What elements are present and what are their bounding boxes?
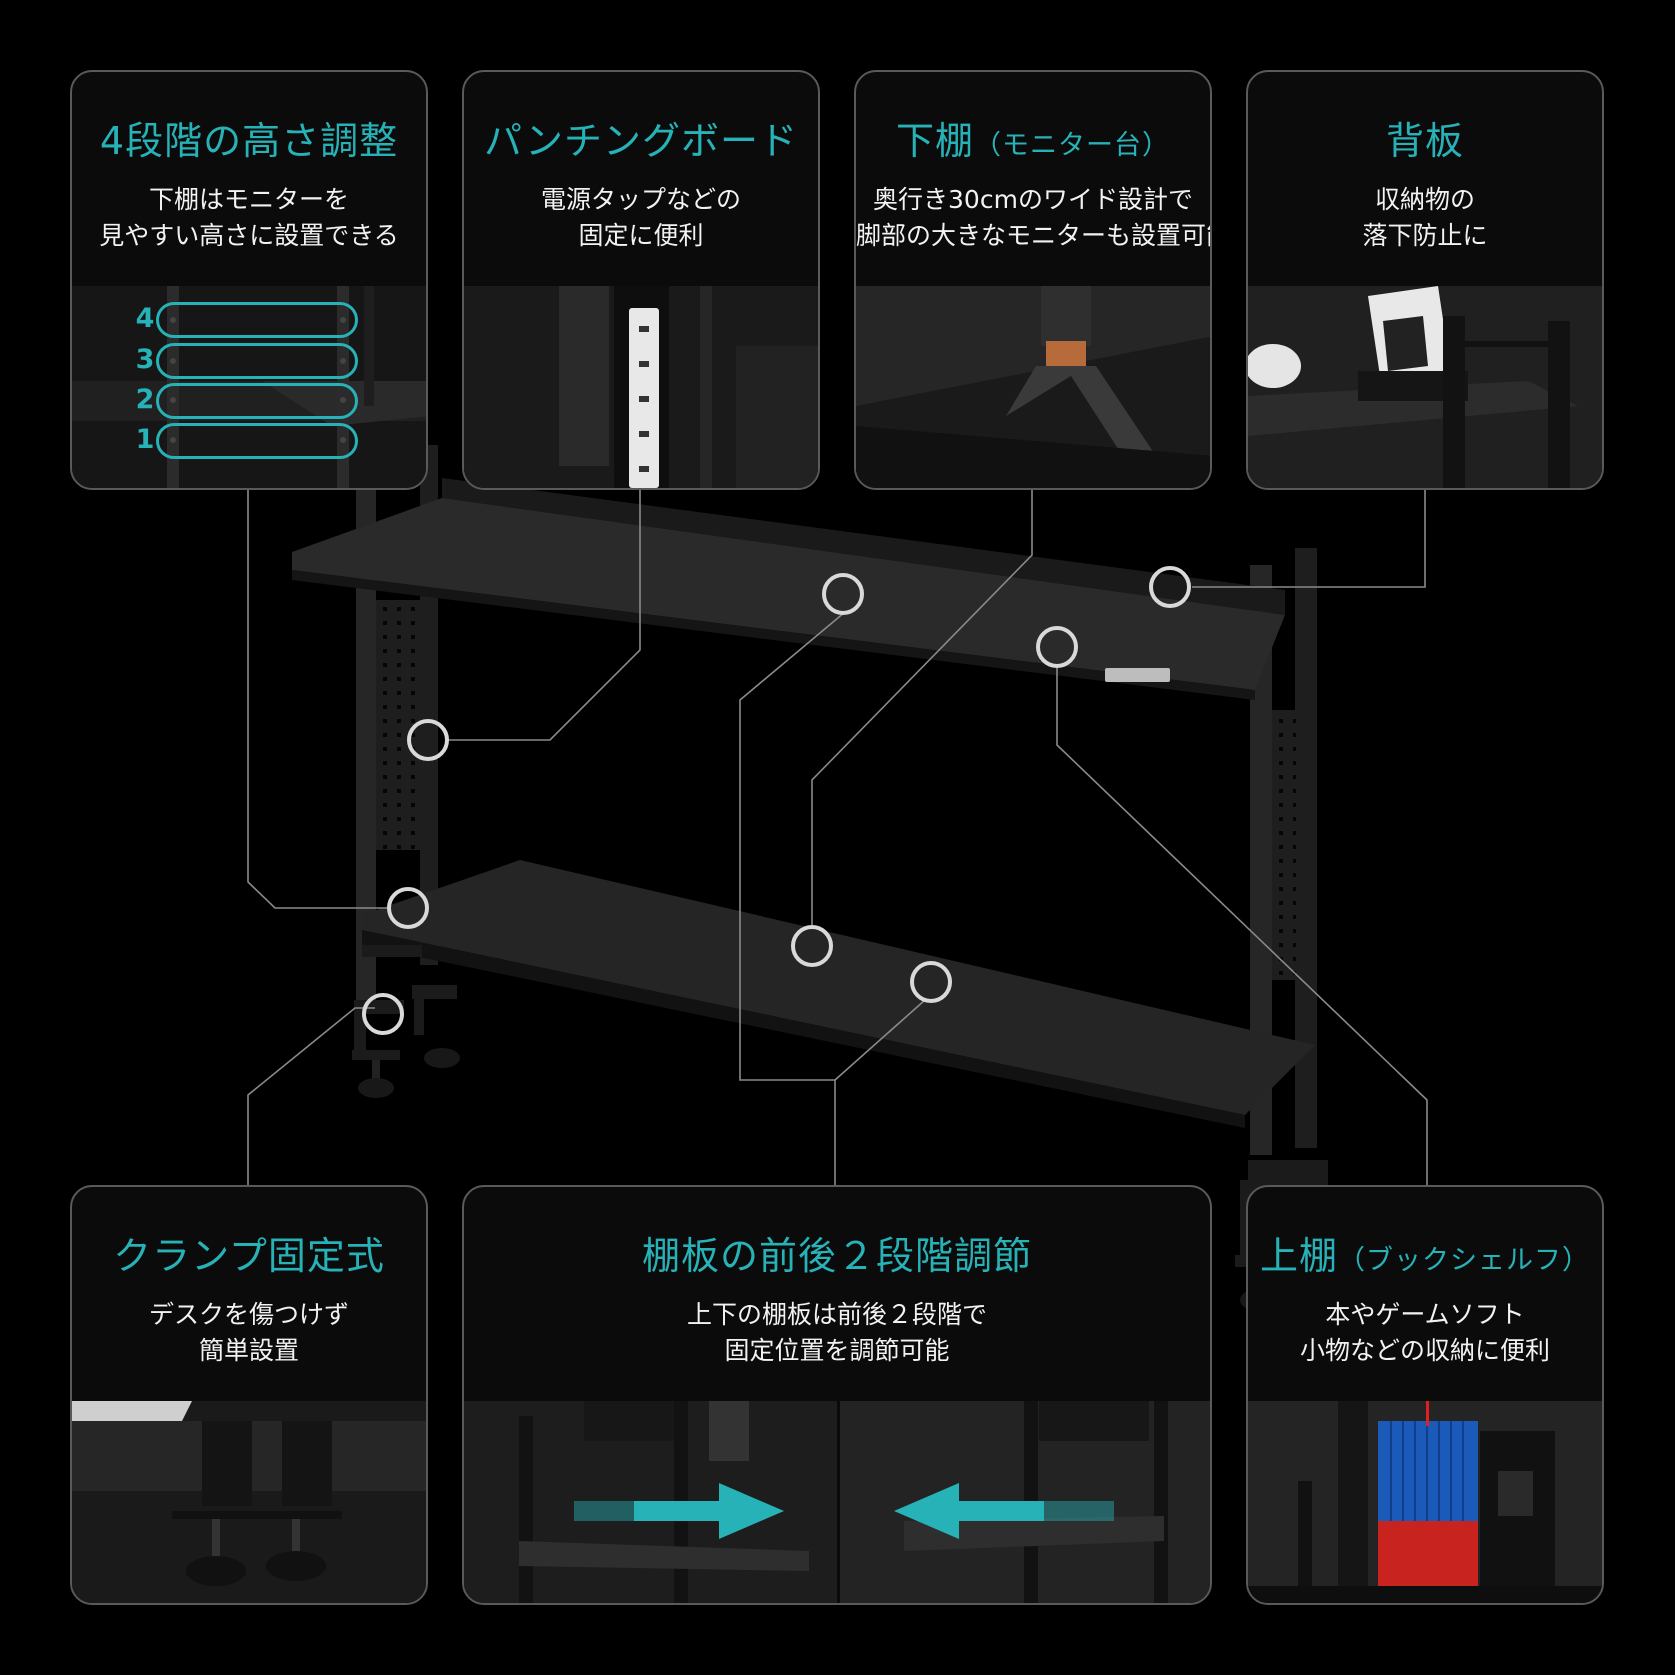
desc-line: 小物などの収納に便利 [1299,1336,1550,1365]
back-board-photo-art [1248,286,1602,488]
title-main: 上棚 [1259,1234,1338,1278]
photo-clamps [72,1401,426,1603]
desc-line: 落下防止に [1362,221,1488,250]
photo-power-strip [464,286,818,488]
card-shelf-adjust: 棚板の前後２段階調節 上下の棚板は前後２段階で 固定位置を調節可能 [462,1185,1212,1605]
card-description: デスクを傷つけず 簡単設置 [72,1297,426,1369]
shelf-product [292,445,1328,1312]
card-title: クランプ固定式 [113,1234,385,1278]
card-title: 背板 [1385,119,1464,163]
lower-shelf [362,860,1315,1115]
adjust-photo-art [464,1401,1210,1603]
photo-monitor-stand [856,286,1210,488]
card-upper-shelf: 上棚（ブックシェルフ） 本やゲームソフト 小物などの収納に便利 [1246,1185,1604,1605]
arrow-left-icon [894,1483,1114,1539]
photo-height-levels: 4 3 2 1 [72,286,426,488]
desc-line: 奥行き30cmのワイド設計で [873,185,1193,214]
card-title: 下棚（モニター台） [856,110,1210,165]
marker-punching [407,719,449,761]
level-label: 1 [135,424,155,455]
marker-upper-adjust [822,573,864,615]
marker-lower-adjust [910,961,952,1003]
level-label: 4 [135,303,155,334]
desc-line: 電源タップなどの [540,185,741,214]
arrow-right-icon [574,1483,784,1539]
card-title: 上棚（ブックシェルフ） [1248,1225,1602,1280]
photo-back-board [1248,286,1602,488]
title-main: 下棚 [895,119,974,163]
clamp-photo-art [72,1401,426,1603]
card-description: 収納物の 落下防止に [1248,182,1602,254]
marker-lower-shelf [791,925,833,967]
photo-game-cases [1248,1401,1602,1603]
desc-line: 脚部の大きなモニターも設置可能 [856,221,1212,250]
card-title: 棚板の前後２段階調節 [641,1234,1032,1278]
card-title: 4段階の高さ調整 [99,119,399,163]
marker-upper-shelf [1036,626,1078,668]
card-lower-shelf: 下棚（モニター台） 奥行き30cmのワイド設計で 脚部の大きなモニターも設置可能 [854,70,1212,490]
level-highlight [156,302,358,338]
level-label: 2 [135,384,155,415]
card-description: 奥行き30cmのワイド設計で 脚部の大きなモニターも設置可能 [856,182,1210,254]
card-punching-board: パンチングボード 電源タップなどの 固定に便利 [462,70,820,490]
desc-line: 見やすい高さに設置できる [99,221,399,250]
leader-lines [247,490,1428,1185]
marker-clamp [362,993,404,1035]
marker-height [387,887,429,929]
desc-line: 上下の棚板は前後２段階で [686,1300,987,1329]
desc-line: 収納物の [1374,185,1475,214]
monitor-photo-art [856,286,1210,488]
card-description: 下棚はモニターを 見やすい高さに設置できる [72,182,426,254]
title-sub: （ブックシェルフ） [1338,1245,1590,1276]
books-photo-art [1248,1401,1602,1603]
right-punching-board [1272,710,1296,980]
card-height-adjust: 4段階の高さ調整 下棚はモニターを 見やすい高さに設置できる 4 3 2 1 [70,70,428,490]
callout-markers [362,566,1191,1035]
brand-label [1105,668,1170,682]
title-sub: （モニター台） [974,130,1170,161]
marker-back-board [1149,566,1191,608]
card-clamp: クランプ固定式 デスクを傷つけず 簡単設置 [70,1185,428,1605]
desc-line: 簡単設置 [198,1336,299,1365]
card-description: 電源タップなどの 固定に便利 [464,182,818,254]
desc-line: 固定位置を調節可能 [724,1336,950,1365]
desc-line: デスクを傷つけず [148,1300,349,1329]
level-label: 3 [135,344,155,375]
left-punching-board [376,600,420,850]
card-description: 本やゲームソフト 小物などの収納に便利 [1248,1297,1602,1369]
desc-line: 下棚はモニターを [148,185,349,214]
level-highlight [156,383,358,419]
desc-line: 固定に便利 [578,221,704,250]
card-description: 上下の棚板は前後２段階で 固定位置を調節可能 [464,1297,1210,1369]
card-title: パンチングボード [484,119,798,163]
photo-adjust-positions [464,1401,1210,1603]
level-highlight [156,423,358,459]
desc-line: 本やゲームソフト [1325,1300,1525,1329]
punching-photo-art [464,286,818,488]
card-back-board: 背板 収納物の 落下防止に [1246,70,1604,490]
level-highlight [156,343,358,379]
